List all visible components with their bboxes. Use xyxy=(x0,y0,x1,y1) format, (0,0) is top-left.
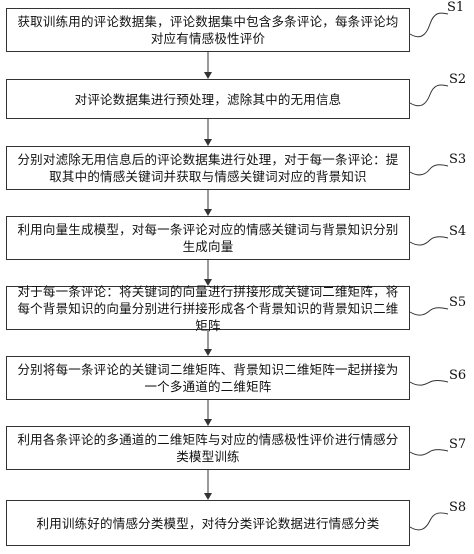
step-box-s2: 对评论数据集进行预处理，滤除其中的无用信息 xyxy=(6,79,410,119)
step-text-s3: 分别对滤除无用信息后的评论数据集进行处理，对于每一条评论：提取其中的情感关键词并… xyxy=(17,152,399,184)
step-box-s5: 对于每一条评论：将关键词的向量进行拼接形成关键词二维矩阵，将每个背景知识的向量分… xyxy=(6,284,410,333)
leader-line-s7 xyxy=(409,449,449,456)
step-box-s6: 分别将每一条评论的关键词二维矩阵、背景知识二维矩阵一起拼接为一个多通道的二维矩阵 xyxy=(6,356,410,400)
step-box-s4: 利用向量生成模型，对每一条评论对应的情感关键词与背景知识分别生成向量 xyxy=(6,216,410,260)
step-label-s3: S3 xyxy=(449,152,467,167)
leader-line-s4 xyxy=(409,236,449,246)
step-box-s8: 利用训练好的情感分类模型，对待分类评论数据进行情感分类 xyxy=(6,500,410,546)
step-label-s7: S7 xyxy=(449,437,467,452)
step-label-s1: S1 xyxy=(447,0,465,15)
step-text-s6: 分别将每一条评论的关键词二维矩阵、背景知识二维矩阵一起拼接为一个多通道的二维矩阵 xyxy=(17,362,399,394)
step-text-s5: 对于每一条评论：将关键词的向量进行拼接形成关键词二维矩阵，将每个背景知识的向量分… xyxy=(17,283,399,333)
step-text-s1: 获取训练用的评论数据集，评论数据集中包含多条评论，每条评论均对应有情感极性评价 xyxy=(17,14,399,46)
step-box-s3: 分别对滤除无用信息后的评论数据集进行处理，对于每一条评论：提取其中的情感关键词并… xyxy=(6,146,410,190)
step-label-s8: S8 xyxy=(449,500,467,515)
step-label-s6: S6 xyxy=(449,368,467,383)
step-label-s4: S4 xyxy=(449,224,467,239)
leader-line-s1 xyxy=(409,12,449,38)
leader-line-s8 xyxy=(409,512,449,531)
step-text-s2: 对评论数据集进行预处理，滤除其中的无用信息 xyxy=(74,91,342,107)
leader-line-s6 xyxy=(409,380,449,386)
leader-line-s2 xyxy=(409,84,449,107)
step-text-s4: 利用向量生成模型，对每一条评论对应的情感关键词与背景知识分别生成向量 xyxy=(17,222,399,254)
step-box-s7: 利用各条评论的多通道的二维矩阵与对应的情感极性评价进行情感分类模型训练 xyxy=(6,426,410,470)
leader-line-s3 xyxy=(409,164,449,176)
leader-line-s5 xyxy=(409,307,449,316)
step-text-s8: 利用训练好的情感分类模型，对待分类评论数据进行情感分类 xyxy=(36,515,380,531)
step-text-s7: 利用各条评论的多通道的二维矩阵与对应的情感极性评价进行情感分类模型训练 xyxy=(17,432,399,464)
step-label-s2: S2 xyxy=(449,72,467,87)
step-label-s5: S5 xyxy=(449,295,467,310)
step-box-s1: 获取训练用的评论数据集，评论数据集中包含多条评论，每条评论均对应有情感极性评价 xyxy=(6,8,410,52)
